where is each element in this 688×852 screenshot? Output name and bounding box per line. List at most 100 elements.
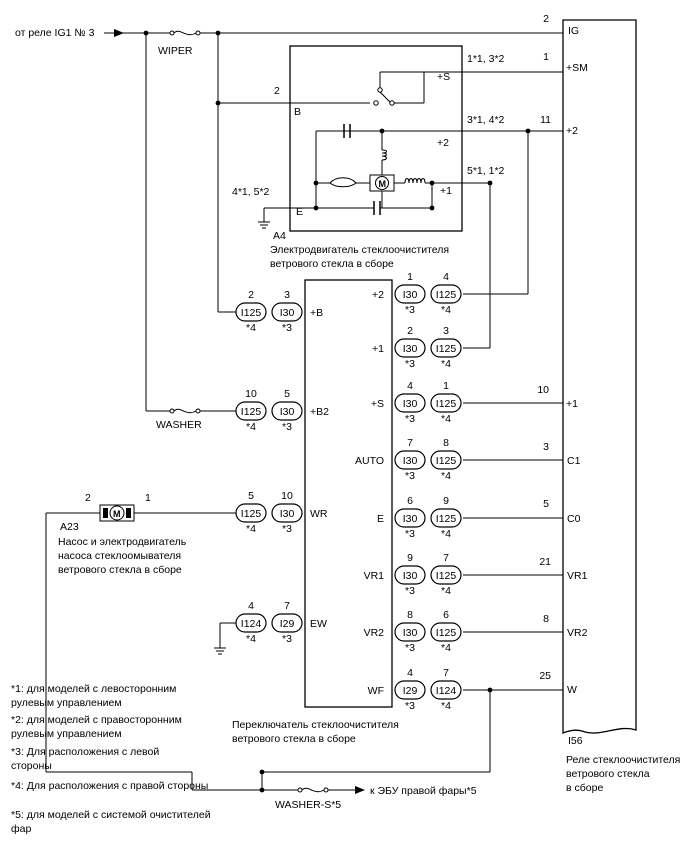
relay-pin-label-7: VR2 <box>567 627 588 639</box>
relay-pin-num-2: 11 <box>540 114 551 126</box>
fuse-washer-s-label: WASHER-S*5 <box>275 799 341 811</box>
connector-pin: 1 <box>407 271 413 283</box>
connector-pin: 6 <box>443 609 449 621</box>
connector-shell <box>235 613 267 633</box>
switch-pin-label: VR2 <box>364 627 385 639</box>
connector-shell <box>235 503 267 523</box>
connector-code: I29 <box>280 618 295 630</box>
connector-note: *4 <box>246 523 256 535</box>
relay-i56: IG +SM +2 +1 C1 C0 VR1 VR2 W 2 1 11 10 3… <box>537 13 680 794</box>
fuse-washer-label: WASHER <box>156 419 202 431</box>
connector-code: I125 <box>436 455 457 467</box>
connector-right-3 <box>394 450 462 470</box>
footnotes: *1: для моделей с левосторонним рулевым … <box>11 683 211 835</box>
connector-code: I125 <box>436 627 457 639</box>
motor-pin-label-2: +2 <box>437 137 449 149</box>
connector-code: I125 <box>241 406 262 418</box>
connector-pin: 4 <box>407 380 413 392</box>
switch-title-0: Переключатель стеклоочистителя <box>232 719 399 731</box>
connector-pin: 10 <box>281 490 293 502</box>
connector-shell <box>394 450 426 470</box>
connector-code: I125 <box>436 513 457 525</box>
note-4-line-1: фар <box>11 823 31 835</box>
connector-code: I125 <box>241 508 262 520</box>
connector-shell <box>430 450 462 470</box>
switch-pin-label: +B2 <box>310 406 329 418</box>
connector-code: I30 <box>403 513 418 525</box>
switch-pin-label: +2 <box>372 289 384 301</box>
connector-code: I125 <box>436 289 457 301</box>
connector-pin: 3 <box>284 289 290 301</box>
connector-shell <box>394 393 426 413</box>
motor-pin-ref-4: 4*1, 5*2 <box>232 186 270 198</box>
connector-note: *3 <box>282 633 292 645</box>
connector-pin: 8 <box>443 437 449 449</box>
motor-pin-ref-1: 2 <box>274 85 280 97</box>
pump-pin-1: 1 <box>145 492 151 504</box>
relay-pin-label-6: VR1 <box>567 570 588 582</box>
pump-id: A23 <box>60 521 79 533</box>
connector-note: *3 <box>405 358 415 370</box>
note-0-line-1: рулевым управлением <box>11 697 122 709</box>
note-1-line-0: *2: для моделей с правосторонним <box>11 714 182 726</box>
connector-note: *3 <box>282 421 292 433</box>
connector-note: *4 <box>246 633 256 645</box>
connector-code: I30 <box>280 406 295 418</box>
switch-pin-label: WR <box>310 508 328 520</box>
wiper-motor-a4: M +S B +2 +1 E 1*1, 3*2 2 3*1, 4*2 5*1, … <box>232 45 505 270</box>
connector-shell <box>430 565 462 585</box>
connector-code: I30 <box>403 455 418 467</box>
connector-note: *4 <box>441 585 451 597</box>
connector-right-6 <box>394 622 462 642</box>
relay-pin-num-8: 25 <box>539 670 551 682</box>
connector-shell <box>271 302 303 322</box>
connector-shell <box>430 284 462 304</box>
connector-shell <box>271 613 303 633</box>
connector-pin: 5 <box>284 388 290 400</box>
connector-pin: 10 <box>245 388 257 400</box>
connector-note: *4 <box>441 528 451 540</box>
relay-title-2: в сборе <box>566 782 603 794</box>
connector-shell <box>235 401 267 421</box>
junction-dots <box>143 30 531 793</box>
connector-code: I125 <box>436 398 457 410</box>
motor-pin-ref-2: 3*1, 4*2 <box>467 114 505 126</box>
motor-id: A4 <box>273 230 286 242</box>
connector-note: *4 <box>441 642 451 654</box>
connector-note: *3 <box>405 413 415 425</box>
relay-pin-label-2: +2 <box>566 125 578 137</box>
note-4-line-0: *5: для моделей с системой очистителей <box>11 809 211 821</box>
pump-title-2: ветрового стекла в сборе <box>58 564 182 576</box>
connector-code: I30 <box>403 289 418 301</box>
switch-pin-label: E <box>377 513 384 525</box>
connector-shell <box>394 565 426 585</box>
connector-code: I124 <box>436 685 457 697</box>
connector-note: *4 <box>441 470 451 482</box>
switch-title-1: ветрового стекла в сборе <box>232 733 356 745</box>
connector-pin: 4 <box>407 667 413 679</box>
connector-note: *4 <box>246 421 256 433</box>
switch-pin-label: EW <box>310 618 327 630</box>
connector-left-0 <box>235 302 303 322</box>
connector-pin: 7 <box>407 437 413 449</box>
wiper-switch: Переключатель стеклоочистителя ветрового… <box>232 279 399 745</box>
relay-id: I56 <box>568 735 583 747</box>
connector-code: I30 <box>403 398 418 410</box>
connector-code: I30 <box>280 508 295 520</box>
relay-pin-num-6: 21 <box>539 556 551 568</box>
connector-right-0 <box>394 284 462 304</box>
connector-shell <box>271 503 303 523</box>
connector-pin: 5 <box>248 490 254 502</box>
connector-pin: 4 <box>443 271 449 283</box>
connector-pin: 2 <box>407 325 413 337</box>
relay-title-0: Реле стеклоочистителя <box>566 754 680 766</box>
connector-right-4 <box>394 508 462 528</box>
connector-note: *3 <box>405 700 415 712</box>
relay-pin-num-0: 2 <box>543 13 549 25</box>
connector-code: I29 <box>403 685 418 697</box>
connector-note: *3 <box>282 322 292 334</box>
fuse-washer-s: WASHER-S*5 <box>275 785 341 811</box>
switch-pin-label: VR1 <box>364 570 385 582</box>
